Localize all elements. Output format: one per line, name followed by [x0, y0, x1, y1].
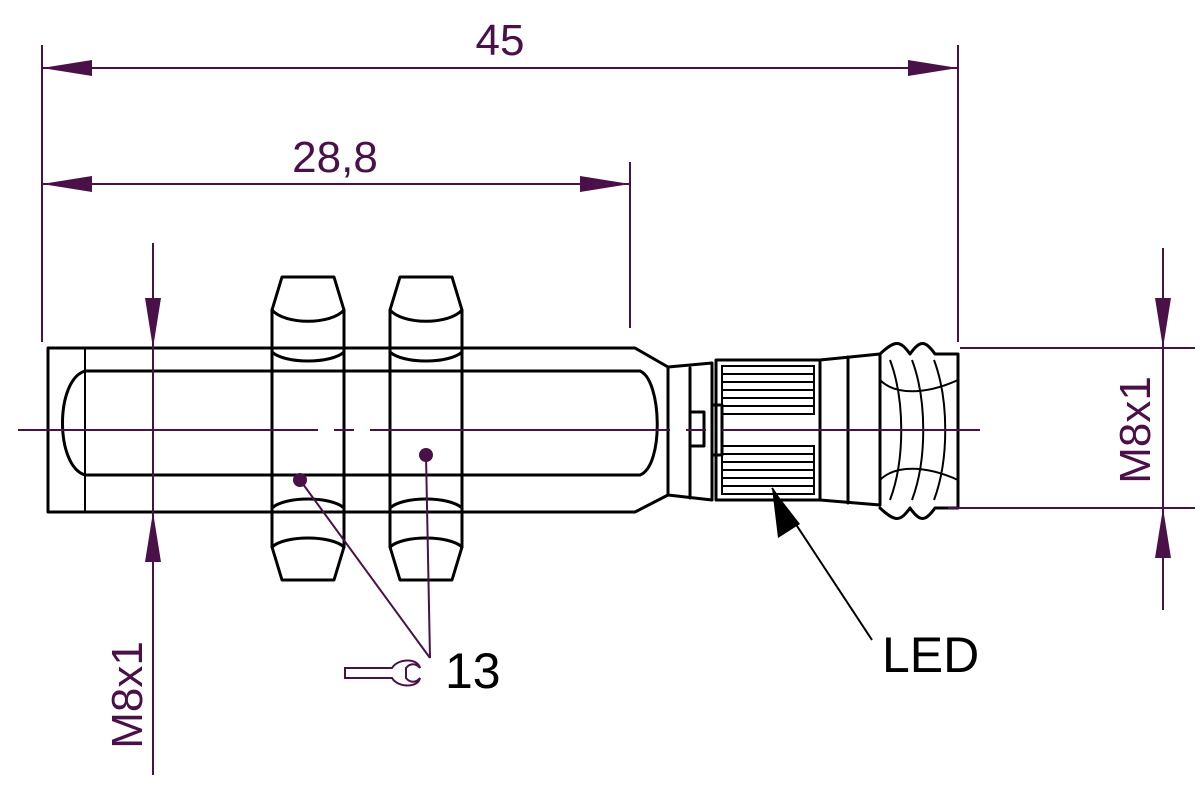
knurl-lines	[722, 373, 814, 487]
dimension-thread-right: M8x1	[948, 248, 1195, 610]
nut-right	[388, 275, 464, 582]
led-callout: LED	[771, 487, 979, 683]
led-label: LED	[882, 627, 979, 683]
dimension-thread-left: M8x1	[103, 243, 161, 775]
wrench-size-label: 13	[445, 643, 501, 699]
dim-text-overall: 45	[476, 16, 525, 65]
dimension-overall-length: 45	[41, 16, 959, 342]
wrench-callout: 13	[293, 448, 501, 699]
dim-text-thread-right: M8x1	[1111, 376, 1160, 484]
dim-text-housing: 28,8	[292, 133, 378, 182]
dim-text-thread-left: M8x1	[103, 641, 152, 749]
dimension-housing-length: 28,8	[42, 133, 631, 328]
wrench-icon	[344, 659, 421, 687]
nut-left	[270, 275, 346, 582]
